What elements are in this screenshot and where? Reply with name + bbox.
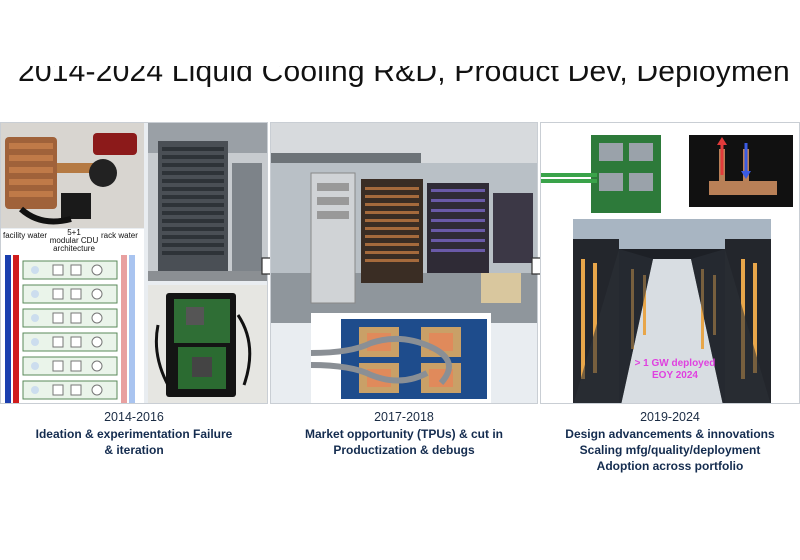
- description-line: Design advancements & innovations: [565, 427, 775, 441]
- title-crop-mask: [0, 0, 800, 66]
- era-label-2017-2018: 2017-2018: [374, 410, 434, 424]
- cdu-architecture-label: 5+1 modular CDU architecture: [49, 229, 99, 253]
- panel-2014-2016: facility water rack water 5+1 modular CD…: [0, 122, 268, 404]
- description-line: Adoption across portfolio: [596, 459, 744, 473]
- facility-water-label: facility water: [3, 231, 48, 240]
- panel-2019-2024: [540, 122, 800, 404]
- datacenter-aisle-photo: [573, 219, 771, 403]
- cdu-architecture-diagram: facility water rack water 5+1 modular CD…: [1, 229, 144, 403]
- panel-2017-2018: [270, 122, 538, 404]
- datacenter-row-photo: [271, 123, 537, 323]
- heat-exchanger-photo: [1, 123, 144, 228]
- description-line: Market opportunity (TPUs) & cut in: [305, 427, 503, 441]
- description-line: & iteration: [104, 443, 164, 457]
- description-line: Scaling mfg/quality/deployment: [579, 443, 761, 457]
- era-description-2017-2018: Market opportunity (TPUs) & cut in Produ…: [270, 426, 538, 458]
- era-label-2014-2016: 2014-2016: [104, 410, 164, 424]
- coldplate-flow-photo: [689, 135, 793, 207]
- rack-water-label: rack water: [101, 231, 138, 240]
- tpu-board-photo: [311, 313, 491, 403]
- era-label-2019-2024: 2019-2024: [640, 410, 700, 424]
- gw-deployed-callout: > 1 GW deployed EOY 2024: [634, 358, 716, 381]
- tpu-tray-photo: [541, 129, 681, 217]
- era-description-2014-2016: Ideation & experimentation Failure & ite…: [0, 426, 268, 458]
- coldplate-prototype-photo: [148, 285, 267, 403]
- description-line: Ideation & experimentation Failure: [35, 427, 233, 441]
- era-description-2019-2024: Design advancements & innovations Scalin…: [540, 426, 800, 474]
- description-line: Productization & debugs: [333, 443, 475, 457]
- rack-prototype-photo: [148, 123, 267, 281]
